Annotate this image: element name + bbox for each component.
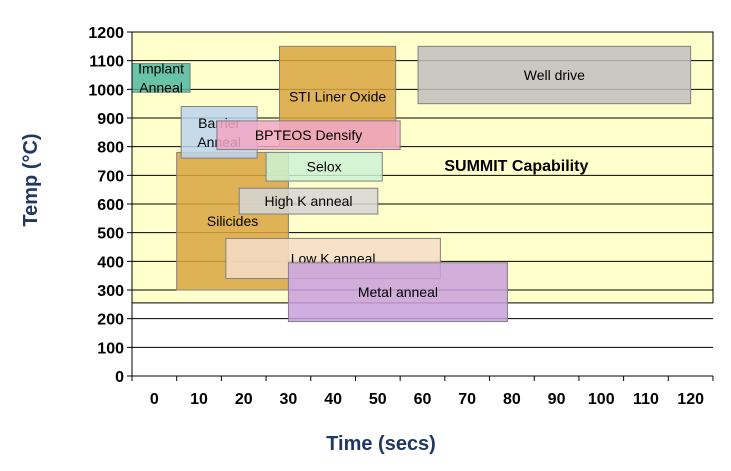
x-tick-label: 10 [190,391,208,408]
region-implant-anneal [131,63,191,93]
region-label-well-drive: Well drive [524,67,585,83]
x-tick-label: 50 [369,391,387,408]
y-tick-label: 900 [97,111,124,128]
x-tick-label: 70 [458,391,476,408]
region-metal-anneal [287,262,508,323]
x-tick-label: 20 [235,391,253,408]
region-well-drive [417,45,692,105]
capability-label: SUMMIT Capability [444,158,588,175]
x-tick-label: 80 [503,391,521,408]
region-label-bpteos-densify: BPTEOS Densify [255,127,362,143]
y-tick-label: 500 [97,226,124,243]
x-tick-label: 110 [633,391,659,408]
x-tick-label: 90 [548,391,566,408]
x-tick-label: 30 [280,391,298,408]
y-tick-label: 400 [97,254,124,271]
region-label-selox: Selox [307,159,342,175]
y-tick-label: 600 [97,197,124,214]
region-selox [265,151,383,182]
y-tick-label: 700 [97,168,124,185]
x-tick-label: 120 [677,391,704,408]
region-high-k-anneal [238,187,379,215]
x-tick-label: 100 [588,391,615,408]
y-tick-label: 1100 [89,54,124,71]
y-tick-label: 300 [97,283,124,300]
y-tick-label: 200 [97,312,124,329]
region-label-sti-liner-oxide: STI Liner Oxide [289,89,386,105]
y-tick-label: 100 [97,340,124,357]
region-label-high-k-anneal: High K anneal [265,193,353,209]
y-tick-label: 800 [97,140,124,157]
region-label-implant-anneal: Anneal [139,79,183,95]
y-tick-label: 1200 [88,25,124,42]
region-label-implant-anneal: Implant [138,60,184,76]
y-axis-title: Temp (°C) [20,133,42,226]
y-tick-label: 0 [115,369,124,386]
x-tick-label: 40 [324,391,342,408]
x-tick-label: 60 [414,391,432,408]
y-tick-label: 1000 [88,82,124,99]
x-tick-label: 0 [150,391,159,408]
region-label-silicides: Silicides [207,213,258,229]
region-bpteos-densify [216,120,401,151]
region-label-metal-anneal: Metal anneal [358,284,438,300]
x-axis-title: Time (secs) [326,433,436,455]
